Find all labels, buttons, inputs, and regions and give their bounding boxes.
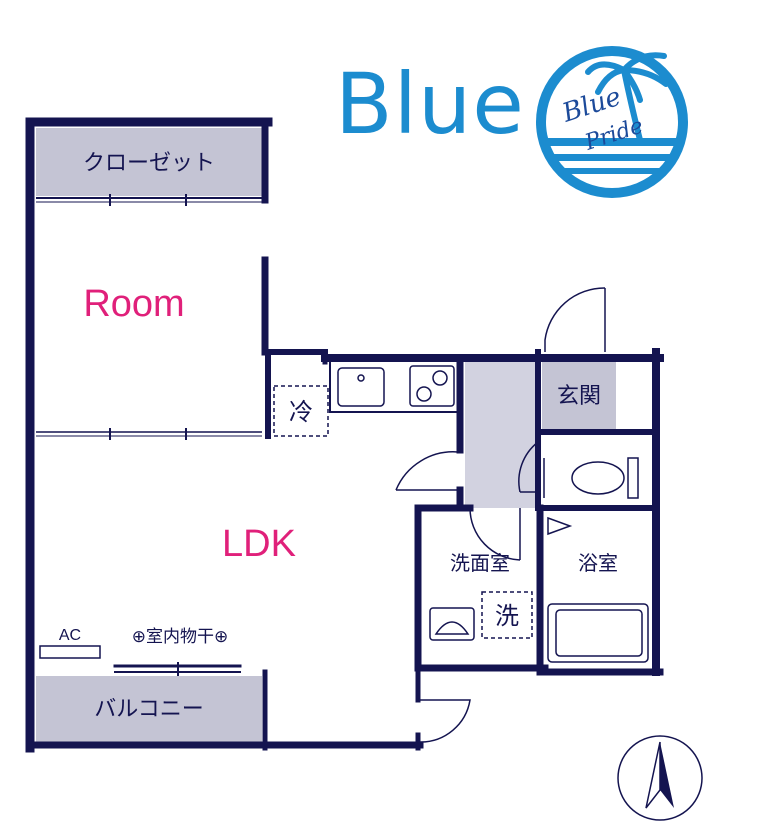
north-arrow-icon bbox=[617, 735, 703, 821]
bathroom-label: 浴室 bbox=[578, 551, 618, 575]
closet-partition bbox=[36, 197, 262, 437]
hallway-area bbox=[465, 362, 535, 508]
closet-area bbox=[36, 128, 262, 196]
ac-unit bbox=[39, 645, 101, 659]
entrance-area bbox=[542, 362, 616, 430]
blue-pride-logo: Blue Pride bbox=[530, 40, 694, 204]
washer-label: 洗 bbox=[495, 602, 519, 630]
closet-label: クローゼット bbox=[83, 151, 215, 176]
indoor-drying-label: ⊕室内物干⊕ bbox=[132, 627, 229, 647]
stove bbox=[409, 365, 455, 407]
doors bbox=[395, 287, 606, 743]
fridge-label: 冷 bbox=[289, 398, 313, 426]
bathtub bbox=[547, 603, 649, 663]
balcony-label: バルコニー bbox=[94, 697, 204, 722]
washer-box bbox=[481, 591, 533, 639]
room-label: Room bbox=[83, 283, 184, 325]
kitchen-sink bbox=[337, 367, 385, 407]
ldk-label: LDK bbox=[222, 523, 296, 565]
entrance-label: 玄関 bbox=[557, 384, 601, 409]
walls bbox=[25, 117, 664, 753]
brand-name: Blue bbox=[335, 55, 525, 153]
door-ticks bbox=[109, 194, 187, 676]
wash-basin bbox=[429, 607, 475, 641]
toilet bbox=[543, 457, 639, 499]
washroom-label: 洗面室 bbox=[450, 551, 510, 575]
palm-tree-icon bbox=[585, 52, 669, 143]
balcony-area bbox=[36, 676, 262, 742]
fridge-box bbox=[273, 385, 329, 437]
ac-label: AC bbox=[59, 627, 81, 644]
